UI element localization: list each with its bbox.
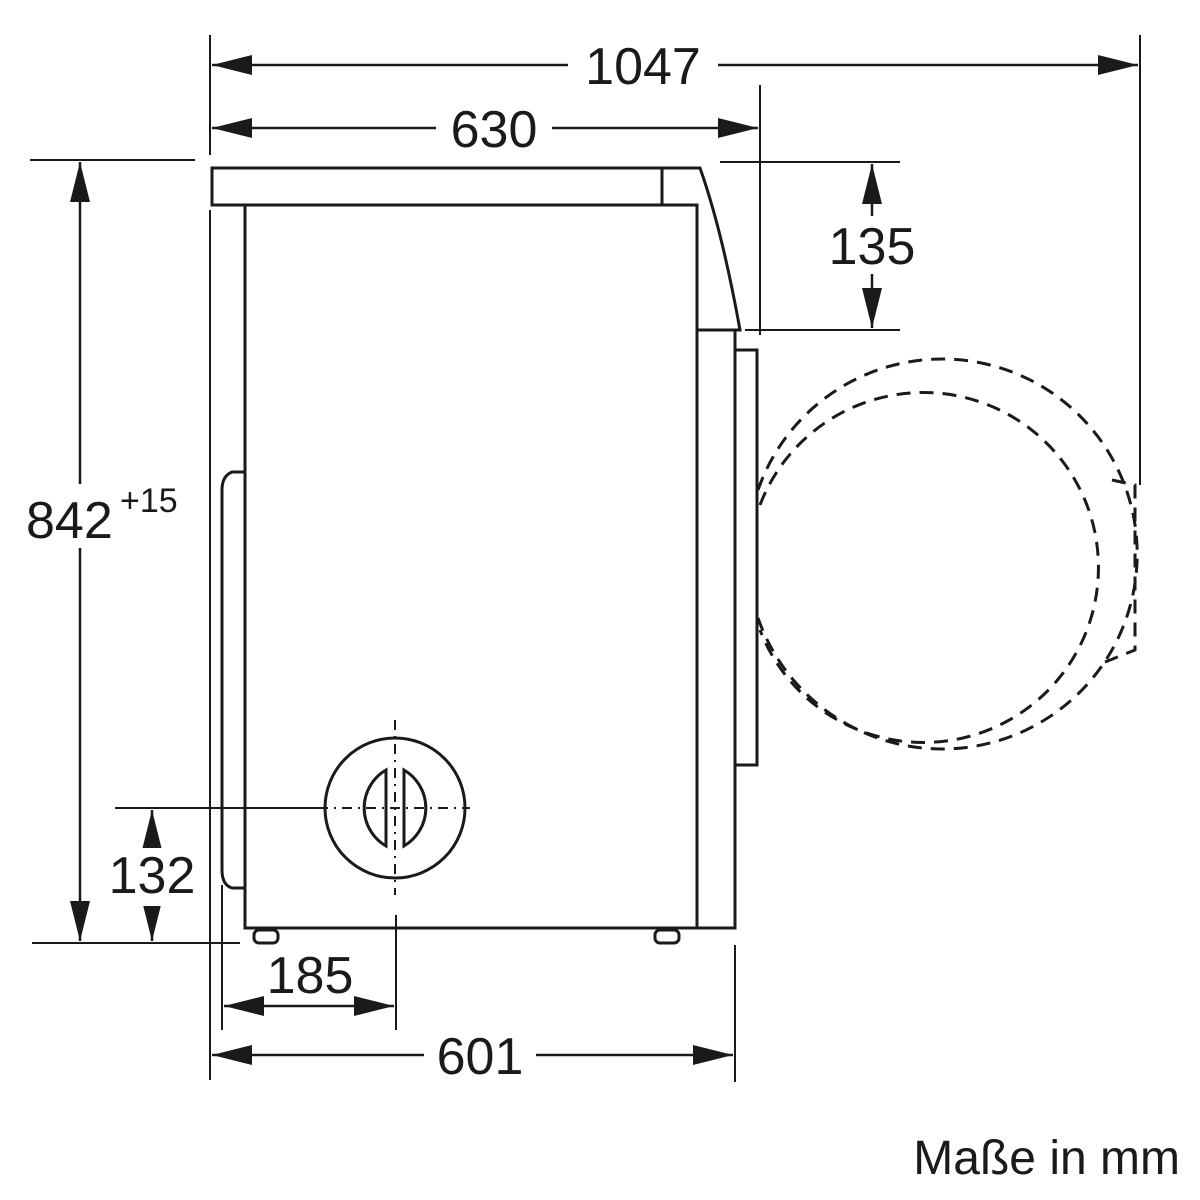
label-height: 842	[26, 492, 113, 550]
body-side	[243, 203, 699, 930]
foot-rear	[252, 928, 280, 945]
label-top-height: 135	[829, 218, 916, 276]
door-inner-dashed	[758, 391, 1100, 744]
front-panel	[695, 328, 737, 930]
label-body-depth: 601	[437, 1028, 524, 1086]
connection-half-right	[402, 767, 428, 849]
water-connection	[318, 720, 470, 895]
label-total-depth: 1047	[585, 38, 701, 96]
extension-lines	[30, 35, 1141, 1082]
door-hinge-dashed	[1104, 478, 1137, 664]
door-frame	[733, 348, 759, 767]
rear-bump	[220, 470, 245, 890]
label-depth-top: 630	[451, 101, 538, 159]
units-caption: Maße in mm	[913, 1132, 1180, 1185]
foot-front	[653, 928, 681, 945]
label-connection-offset: 185	[267, 947, 354, 1005]
door-open-outline	[756, 357, 1139, 751]
door-outer-dashed	[756, 357, 1139, 751]
machine-body	[210, 166, 759, 945]
dimension-lines	[70, 55, 1138, 1065]
connection-half-left	[362, 767, 388, 849]
label-height-tolerance: +15	[120, 482, 178, 520]
dimension-labels: 1047 630 135 842 +15 132 185 601	[22, 36, 924, 1086]
label-connection-height: 132	[109, 847, 196, 905]
